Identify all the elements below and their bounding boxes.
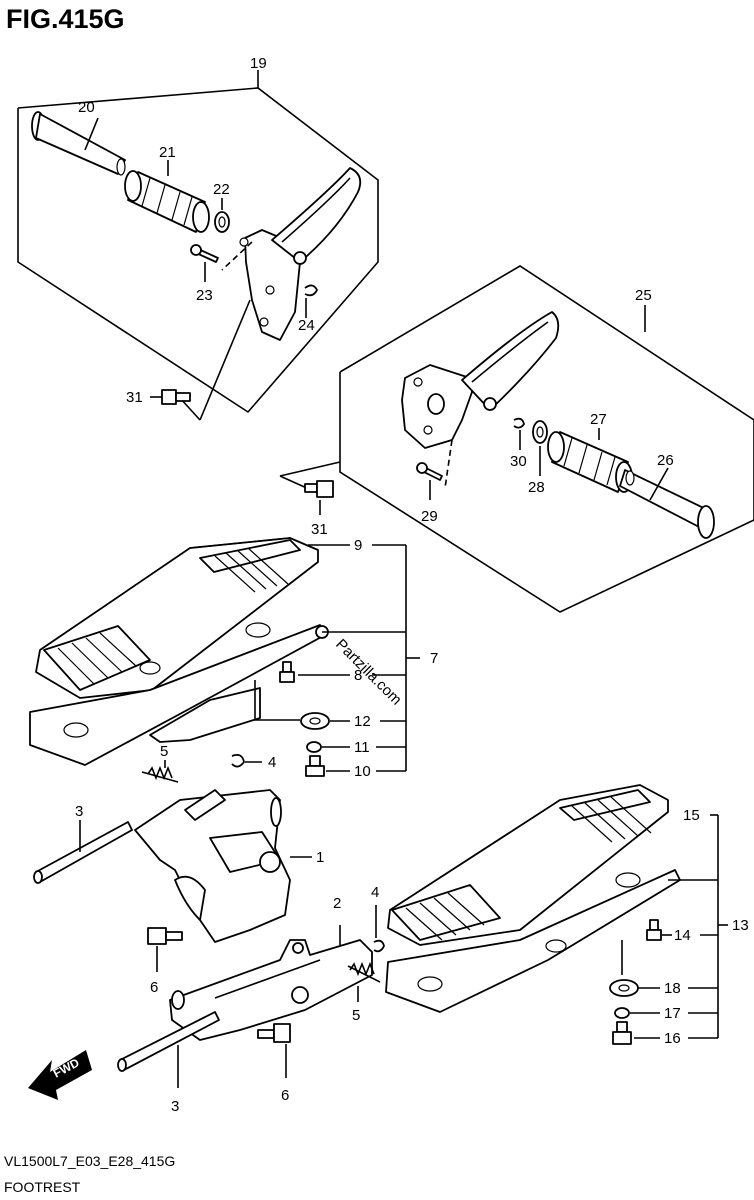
callout-17: 17 [664, 1005, 681, 1022]
callout-22: 22 [213, 181, 230, 198]
callout-12: 12 [354, 713, 371, 730]
pin-26 [619, 467, 715, 539]
bracket-2 [169, 925, 373, 1041]
clip-4b [373, 905, 385, 953]
callout-7: 7 [430, 650, 438, 667]
callout-5-lower: 5 [352, 1007, 360, 1024]
washer-17 [614, 1007, 630, 1019]
right-board-leaders [621, 814, 728, 1039]
floorboard-left [29, 537, 326, 766]
spring-5b [347, 961, 381, 1002]
callout-6-upper: 6 [150, 979, 158, 996]
fwd-arrow-icon: FWD [28, 1050, 92, 1100]
washer-22 [214, 198, 230, 233]
callout-14: 14 [674, 927, 691, 944]
callout-24: 24 [298, 317, 315, 334]
callout-labels: 19 20 21 22 23 24 31 25 27 26 30 28 29 3… [75, 55, 749, 1115]
washer-18 [609, 979, 639, 997]
washer-28 [532, 420, 548, 476]
callout-10: 10 [354, 763, 371, 780]
callout-3-upper: 3 [75, 803, 83, 820]
bolt-31b [304, 480, 334, 515]
assembly-19-frame [17, 70, 379, 414]
footpeg-rubber-27 [547, 428, 633, 493]
pin-20 [31, 111, 126, 176]
spring-5a [141, 760, 179, 783]
callout-21: 21 [159, 144, 176, 161]
callout-18: 18 [664, 980, 681, 997]
bolt-8 [279, 661, 295, 683]
callout-1: 1 [316, 849, 324, 866]
callout-16: 16 [664, 1030, 681, 1047]
callout-4-upper: 4 [268, 754, 276, 771]
callout-23: 23 [196, 287, 213, 304]
assembly-25-frame [279, 265, 754, 613]
callout-20: 20 [78, 99, 95, 116]
callout-4-lower: 4 [371, 884, 379, 901]
callout-29: 29 [421, 508, 438, 525]
clip-24 [304, 284, 318, 318]
callout-26: 26 [657, 452, 674, 469]
pin-3b [117, 1011, 220, 1088]
left-board-leaders [254, 544, 420, 772]
footpeg-rubber-21 [124, 160, 210, 233]
callout-13: 13 [732, 917, 749, 934]
pin-3a [33, 820, 133, 884]
callout-31-upper: 31 [126, 389, 143, 406]
callout-19: 19 [250, 55, 267, 72]
callout-15: 15 [683, 807, 700, 824]
callout-27: 27 [590, 411, 607, 428]
bracket-1 [134, 789, 312, 943]
model-code: VL1500L7_E03_E28_415G [4, 1153, 175, 1169]
callout-6-lower: 6 [281, 1087, 289, 1104]
clip-4a [231, 753, 262, 768]
bolt-6b [257, 1023, 291, 1078]
figure-title: FIG.415G [6, 4, 125, 34]
bolt-16 [612, 1021, 632, 1045]
bolt-31a [150, 389, 191, 405]
bolt-10 [305, 755, 325, 777]
callout-31-lower: 31 [311, 521, 328, 538]
bracket-25 [401, 311, 560, 449]
callout-25: 25 [635, 287, 652, 304]
bolt-23 [190, 244, 219, 282]
callout-3-lower: 3 [171, 1098, 179, 1115]
clip-30 [513, 417, 525, 450]
callout-11: 11 [354, 739, 370, 756]
callout-30: 30 [510, 453, 527, 470]
floorboard-right [385, 784, 681, 1013]
washer-11 [306, 741, 322, 753]
callout-2: 2 [333, 895, 341, 912]
callout-8: 8 [354, 667, 362, 684]
washer-12 [300, 712, 330, 730]
bolt-14 [646, 919, 662, 941]
callout-28: 28 [528, 479, 545, 496]
bolt-29 [416, 439, 453, 500]
callout-5-upper: 5 [160, 743, 168, 760]
bracket-19 [239, 167, 362, 341]
callout-9: 9 [354, 537, 362, 554]
bolt-6a [147, 927, 183, 972]
watermark: Partzilla.com [332, 636, 405, 709]
figure-subtitle: FOOTREST [4, 1179, 81, 1195]
